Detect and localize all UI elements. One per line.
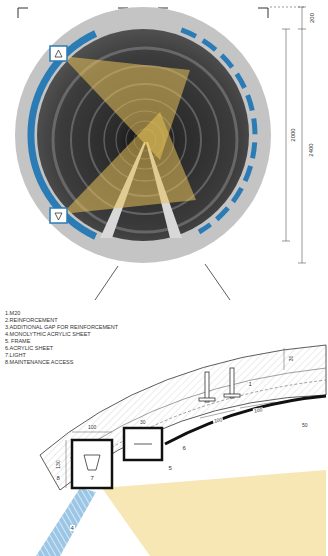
legend-item: 3.ADDITIONAL GAP FOR REINFORCEMENT [5,325,118,331]
dimension: 30 [139,420,147,425]
dimension: 30 [289,354,294,362]
callout-number: 7 [91,475,94,481]
callout-number: 8 [56,475,61,481]
legend-item: 5. FRAME [5,339,30,345]
legend-item: 4.MONOLYTHIC ACRYLIC SHEET [5,332,91,338]
dimension: 100 [87,425,97,430]
legend-item: 1.M20 [5,311,20,317]
dimension: 2000 [289,127,295,142]
dimension: 100 [213,416,224,423]
callout-number: 4 [70,525,75,531]
dimension: 200 [309,12,315,24]
callout-number: 1 [248,381,253,387]
dimension: 50 [301,423,309,428]
dimension: 100 [253,407,264,413]
legend-item: 7.LIGHT [5,353,26,359]
callout-number: 5 [168,465,173,471]
callout-number: 6 [182,445,187,451]
legend-item: 2.REINFORCEMENT [5,318,58,324]
dimension: 130 [56,459,61,469]
legend-item: 6.ACRYLIC SHEET [5,346,53,352]
dimension: 2400 [307,142,313,157]
legend-item: 8.MAINTENANCE ACCESS [5,360,73,366]
